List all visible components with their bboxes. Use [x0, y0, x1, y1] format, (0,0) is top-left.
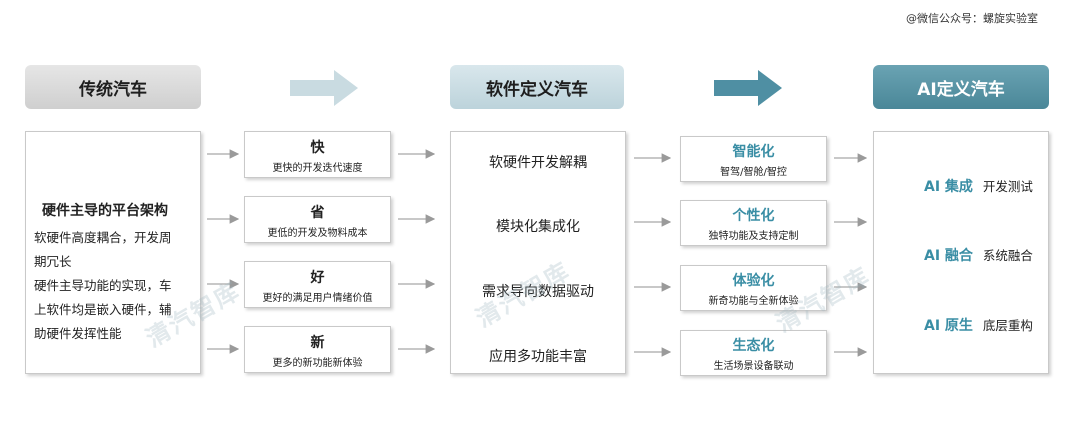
capability-box-personalized: 个性化 独特功能及支持定制	[680, 200, 827, 246]
ai-step-desc: 开发测试	[982, 179, 1033, 194]
capability-box-ecosystem: 生态化 生活场景设备联动	[680, 330, 827, 376]
header-ai-defined-car: AI定义汽车	[873, 65, 1049, 109]
traditional-line: 助硬件发挥性能	[34, 326, 122, 341]
capability-subtitle: 新奇功能与全新体验	[708, 296, 799, 307]
ai-step-desc: 底层重构	[982, 318, 1033, 333]
sdv-item: 需求导向数据驱动	[482, 284, 594, 300]
capability-subtitle: 生活场景设备联动	[713, 361, 794, 372]
traditional-description-box: 硬件主导的平台架构 软硬件高度耦合，开发周 期冗长 硬件主导功能的实现，车 上软…	[25, 131, 201, 374]
shift-subtitle: 更低的开发及物料成本	[267, 228, 368, 239]
shift-box-fast: 快 更快的开发迭代速度	[244, 131, 391, 178]
ai-step-key: AI 融合	[924, 248, 973, 264]
capability-box-experiential: 体验化 新奇功能与全新体验	[680, 265, 827, 311]
sdv-item: 模块化集成化	[496, 219, 580, 235]
shift-title: 好	[310, 270, 325, 286]
shift-subtitle: 更快的开发迭代速度	[272, 163, 363, 174]
traditional-line: 硬件主导功能的实现，车	[34, 278, 172, 293]
traditional-title: 硬件主导的平台架构	[42, 203, 168, 219]
ai-step-fusion: AI 融合系统融合	[924, 245, 1033, 265]
header-traditional-car: 传统汽车	[25, 65, 201, 109]
traditional-line: 期冗长	[34, 254, 72, 269]
capability-title: 体验化	[732, 273, 775, 289]
shift-title: 新	[310, 335, 325, 351]
sdv-features-box: 软硬件开发解耦 模块化集成化 需求导向数据驱动 应用多功能丰富	[450, 131, 626, 374]
shift-subtitle: 更多的新功能新体验	[272, 358, 363, 369]
shift-box-good: 好 更好的满足用户情绪价值	[244, 261, 391, 308]
ai-step-native: AI 原生底层重构	[924, 315, 1033, 335]
shift-title: 省	[310, 205, 325, 221]
source-credit: @微信公众号：螺旋实验室	[906, 12, 1038, 25]
traditional-line: 软硬件高度耦合，开发周	[34, 230, 172, 245]
ai-stages-box: AI 集成开发测试 AI 融合系统融合 AI 原生底层重构	[873, 131, 1049, 374]
traditional-line: 上软件均是嵌入硬件，辅	[34, 302, 172, 317]
shift-box-save: 省 更低的开发及物料成本	[244, 196, 391, 243]
ai-step-key: AI 原生	[924, 318, 973, 334]
sdv-item: 应用多功能丰富	[489, 349, 587, 365]
capability-title: 智能化	[732, 144, 775, 160]
capability-box-intelligent: 智能化 智驾/智舱/智控	[680, 136, 827, 182]
shift-subtitle: 更好的满足用户情绪价值	[262, 293, 373, 304]
shift-title: 快	[310, 140, 325, 156]
header-arrow-1	[290, 70, 358, 106]
capability-subtitle: 智驾/智舱/智控	[720, 167, 787, 178]
ai-step-integration: AI 集成开发测试	[924, 176, 1033, 196]
header-arrow-2	[714, 70, 782, 106]
header-software-defined-car: 软件定义汽车	[450, 65, 624, 109]
shift-box-new: 新 更多的新功能新体验	[244, 326, 391, 373]
capability-title: 生态化	[732, 338, 775, 354]
sdv-item: 软硬件开发解耦	[489, 155, 587, 171]
capability-subtitle: 独特功能及支持定制	[708, 231, 799, 242]
ai-step-desc: 系统融合	[982, 248, 1033, 263]
capability-title: 个性化	[732, 208, 775, 224]
ai-step-key: AI 集成	[924, 179, 973, 195]
